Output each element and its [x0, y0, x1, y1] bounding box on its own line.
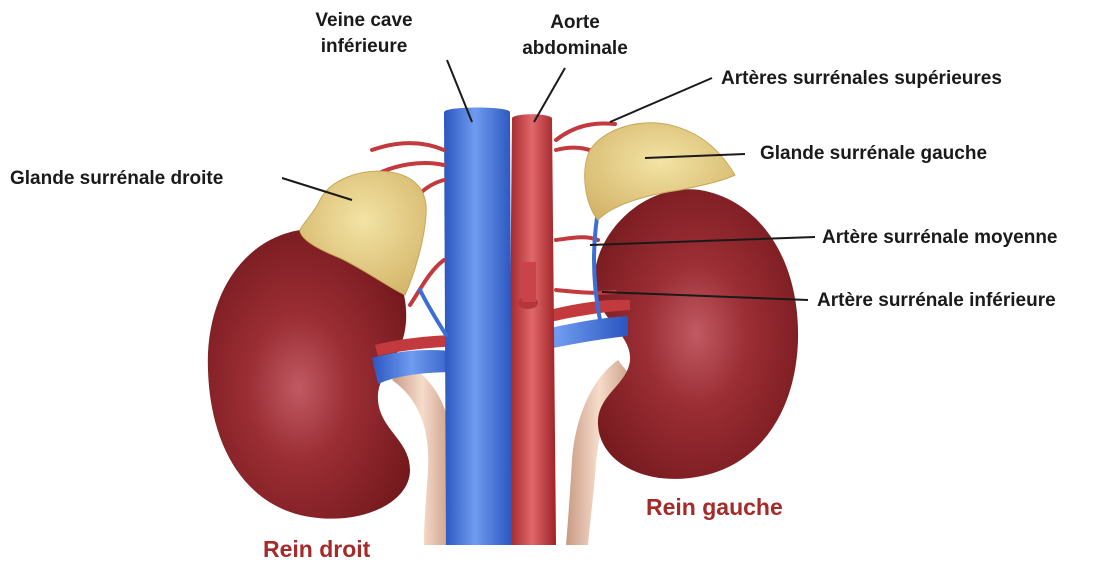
- mesenteric-trunk: [522, 262, 536, 302]
- label-right-kidney: Rein droit: [263, 536, 370, 563]
- label-vena-cava-line2: inférieure: [304, 34, 424, 60]
- label-middle-adrenal-artery: Artère surrénale moyenne: [822, 225, 1058, 251]
- label-aorta-line2: abdominale: [510, 36, 640, 62]
- label-aorta-line1: Aorte: [510, 10, 640, 36]
- vena-cava-vessel: [444, 108, 512, 546]
- label-right-adrenal-gland: Glande surrénale droite: [10, 166, 223, 192]
- label-aorta: Aorte abdominale: [510, 10, 640, 62]
- label-left-kidney: Rein gauche: [646, 494, 783, 521]
- label-vena-cava: Veine cave inférieure: [304, 8, 424, 60]
- aorta-vessel: [508, 114, 556, 545]
- label-superior-adrenal-arteries: Artères surrénales supérieures: [721, 66, 1002, 92]
- label-left-adrenal-gland: Glande surrénale gauche: [760, 141, 987, 167]
- label-vena-cava-line1: Veine cave: [304, 8, 424, 34]
- label-inferior-adrenal-artery: Artère surrénale inférieure: [817, 288, 1056, 314]
